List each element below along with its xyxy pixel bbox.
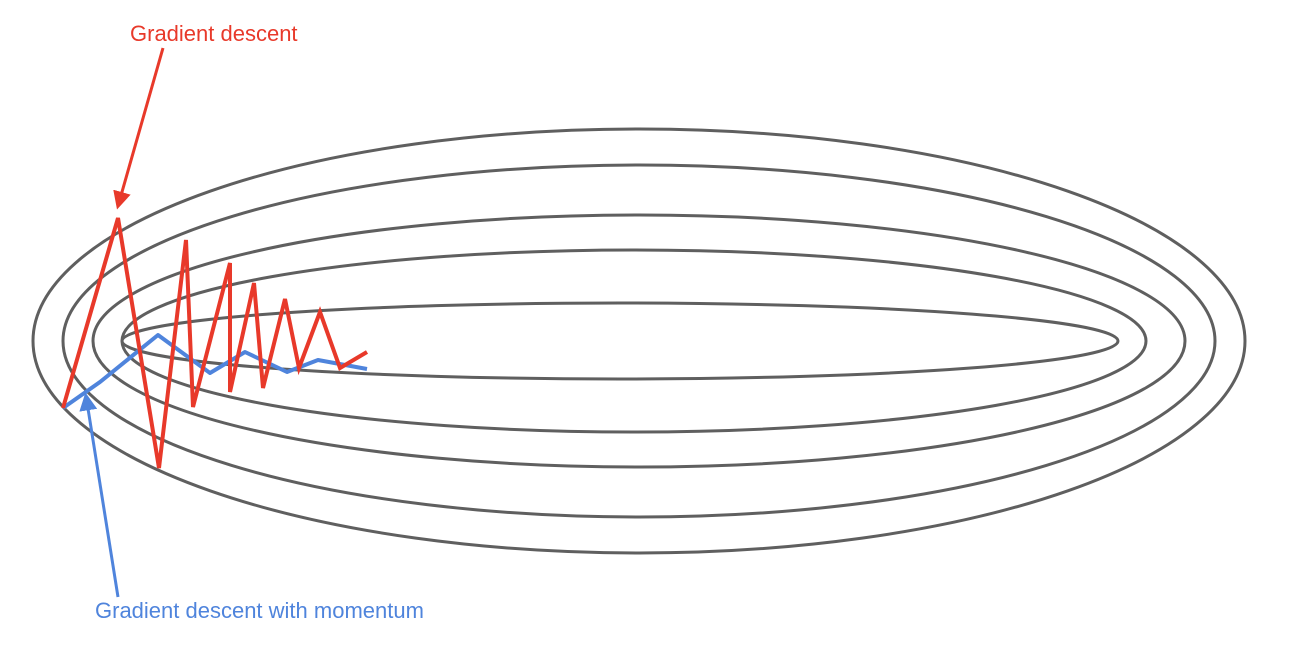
gradient-descent-arrow	[113, 47, 165, 210]
gradient-descent-label: Gradient descent	[130, 21, 298, 46]
gradient-descent-path	[61, 217, 369, 469]
contour-ellipse-3	[91, 213, 1187, 469]
contour-ellipse-5	[120, 301, 1120, 381]
contour-ellipse-2	[61, 163, 1217, 519]
contour-lines	[31, 127, 1247, 555]
momentum-arrow	[79, 392, 120, 598]
contour-ellipse-1	[31, 127, 1247, 555]
gradient-descent-momentum-label: Gradient descent with momentum	[95, 598, 424, 623]
momentum-path	[61, 333, 368, 410]
